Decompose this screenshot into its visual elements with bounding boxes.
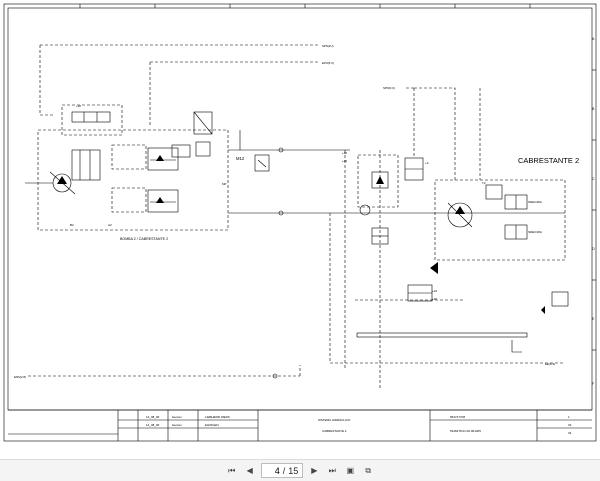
check-valve [171, 144, 191, 158]
grid-row-label: D [592, 247, 595, 251]
grid-top [79, 4, 531, 8]
revision-date: 13_08_06 [146, 415, 160, 419]
pressure-lines [228, 130, 465, 216]
coupling-icon [272, 373, 278, 379]
filter-element [193, 111, 213, 135]
drawing-description: SISTEMA HIDRÁULICO [318, 418, 351, 422]
document-viewer: A B C D E F SP6(2U) EP2(6.3) +10 [3, 3, 597, 442]
port-label: SP6(0.0) [383, 86, 395, 90]
grid-row-label: B [592, 107, 595, 111]
control-valve-block [61, 104, 123, 136]
grid-right: A B C D E F [592, 37, 596, 386]
next-page-icon[interactable]: ▶ [311, 466, 318, 475]
component-label: +20 [432, 297, 437, 301]
page-indicator: / 15 [260, 463, 304, 478]
part-number: 5346478.01.00.001405 [450, 429, 481, 433]
revision-name: benson [172, 423, 182, 427]
port-label: MP [222, 182, 227, 186]
last-page-icon[interactable]: ⏭ [328, 465, 336, 475]
winch-enclosure [434, 179, 566, 261]
pump-symbol [25, 171, 76, 195]
component-label: M12 [236, 156, 245, 161]
grid-row-label: C [592, 177, 595, 181]
port-label: T2 [482, 181, 486, 185]
return-line [356, 332, 528, 338]
pump-regulator [71, 149, 101, 181]
view-mode-alt-icon[interactable]: ⧉ [365, 465, 372, 475]
component-label: +40 [342, 159, 347, 163]
component-label: +0 [425, 161, 429, 165]
grid-row-label: E [592, 317, 595, 321]
winch-motor-icon [447, 202, 473, 228]
total-pages: 15 [288, 465, 299, 476]
sheet-label: 1 [568, 415, 570, 419]
page-number-input[interactable] [265, 465, 280, 476]
coupling-icon [278, 147, 284, 153]
winch-title: CABRESTANTE 2 [518, 156, 579, 165]
valve-label: +10 [76, 104, 81, 108]
relief-block-2 [111, 187, 147, 213]
relief-block-1 [111, 144, 147, 170]
prev-page-icon[interactable]: ◀ [246, 466, 253, 475]
brake-valve-block [357, 154, 399, 208]
title-block: 13_08_06 14_08_06 benson benson LIEBHERR… [8, 409, 592, 441]
pressure-switch [195, 141, 211, 157]
relief-valve-1 [147, 147, 179, 171]
grid-row-label: F [592, 382, 595, 386]
view-mode-icon[interactable]: ▣ [346, 466, 355, 475]
revision-date: 14_08_06 [146, 423, 160, 427]
company-location: EHINGEN [205, 423, 219, 427]
sheet-label: 34 [568, 431, 572, 435]
port-label: SP6(2U) [322, 44, 334, 48]
sheet-label: 32 [568, 423, 572, 427]
motor-small-icon [359, 204, 371, 216]
first-page-icon[interactable]: ⏮ [228, 465, 236, 475]
pump-block [37, 129, 229, 231]
drawing-number: 954747708 [450, 415, 465, 419]
revision-name: benson [172, 415, 182, 419]
subtitle: BOMBA 2 / CABRESTANTE 2 [120, 237, 168, 241]
component-label: SDEO18A [528, 230, 542, 234]
port-label: EE(6.3) [545, 362, 555, 366]
component-label: SDEO18A [528, 200, 542, 204]
port-label: B2 [70, 223, 74, 227]
company-name: LIEBHERR WERK [205, 415, 230, 419]
port-label: EP2(6.3) [322, 61, 334, 65]
drawing-description-2: CABRESTANTE 2 [322, 429, 347, 433]
brake-cylinder [485, 184, 503, 200]
pdf-toolbar: ⏮ ◀ / 15 ▶ ⏭ ▣ ⧉ [0, 459, 600, 481]
relief-valve-2 [147, 189, 179, 213]
hydraulic-schematic: A B C D E F SP6(2U) EP2(6.3) +10 [3, 3, 597, 442]
coupling-icon [278, 210, 284, 216]
component-label: +30 [342, 151, 347, 155]
drawing-border [7, 7, 593, 411]
gauge-icon [254, 154, 270, 172]
component-label: +16 [432, 289, 437, 293]
page-separator: / [282, 465, 286, 476]
control-valve [71, 111, 111, 123]
grid-row-label: A [592, 37, 595, 41]
port-label: A2 [108, 223, 112, 227]
drawing-frame [3, 3, 597, 442]
tank-icon [551, 291, 569, 307]
port-label: EN5(2.8) [14, 375, 26, 379]
pilot-lines-top: SP6(2U) EP2(6.3) [39, 44, 334, 125]
